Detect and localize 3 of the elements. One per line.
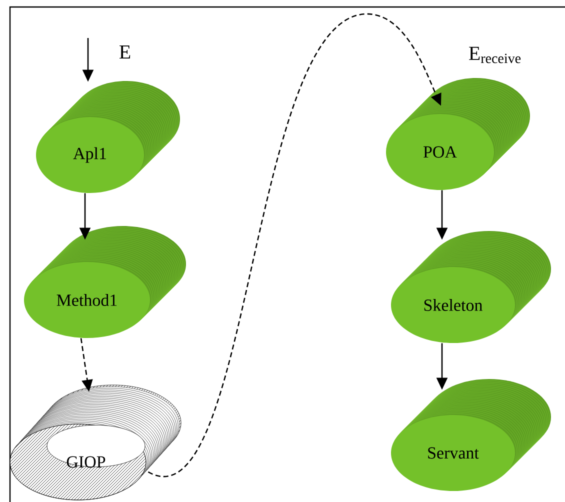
edge-label: E$_{receive}$: [467, 46, 523, 64]
edge-label: E: [118, 44, 132, 60]
arrow: [148, 13, 442, 476]
